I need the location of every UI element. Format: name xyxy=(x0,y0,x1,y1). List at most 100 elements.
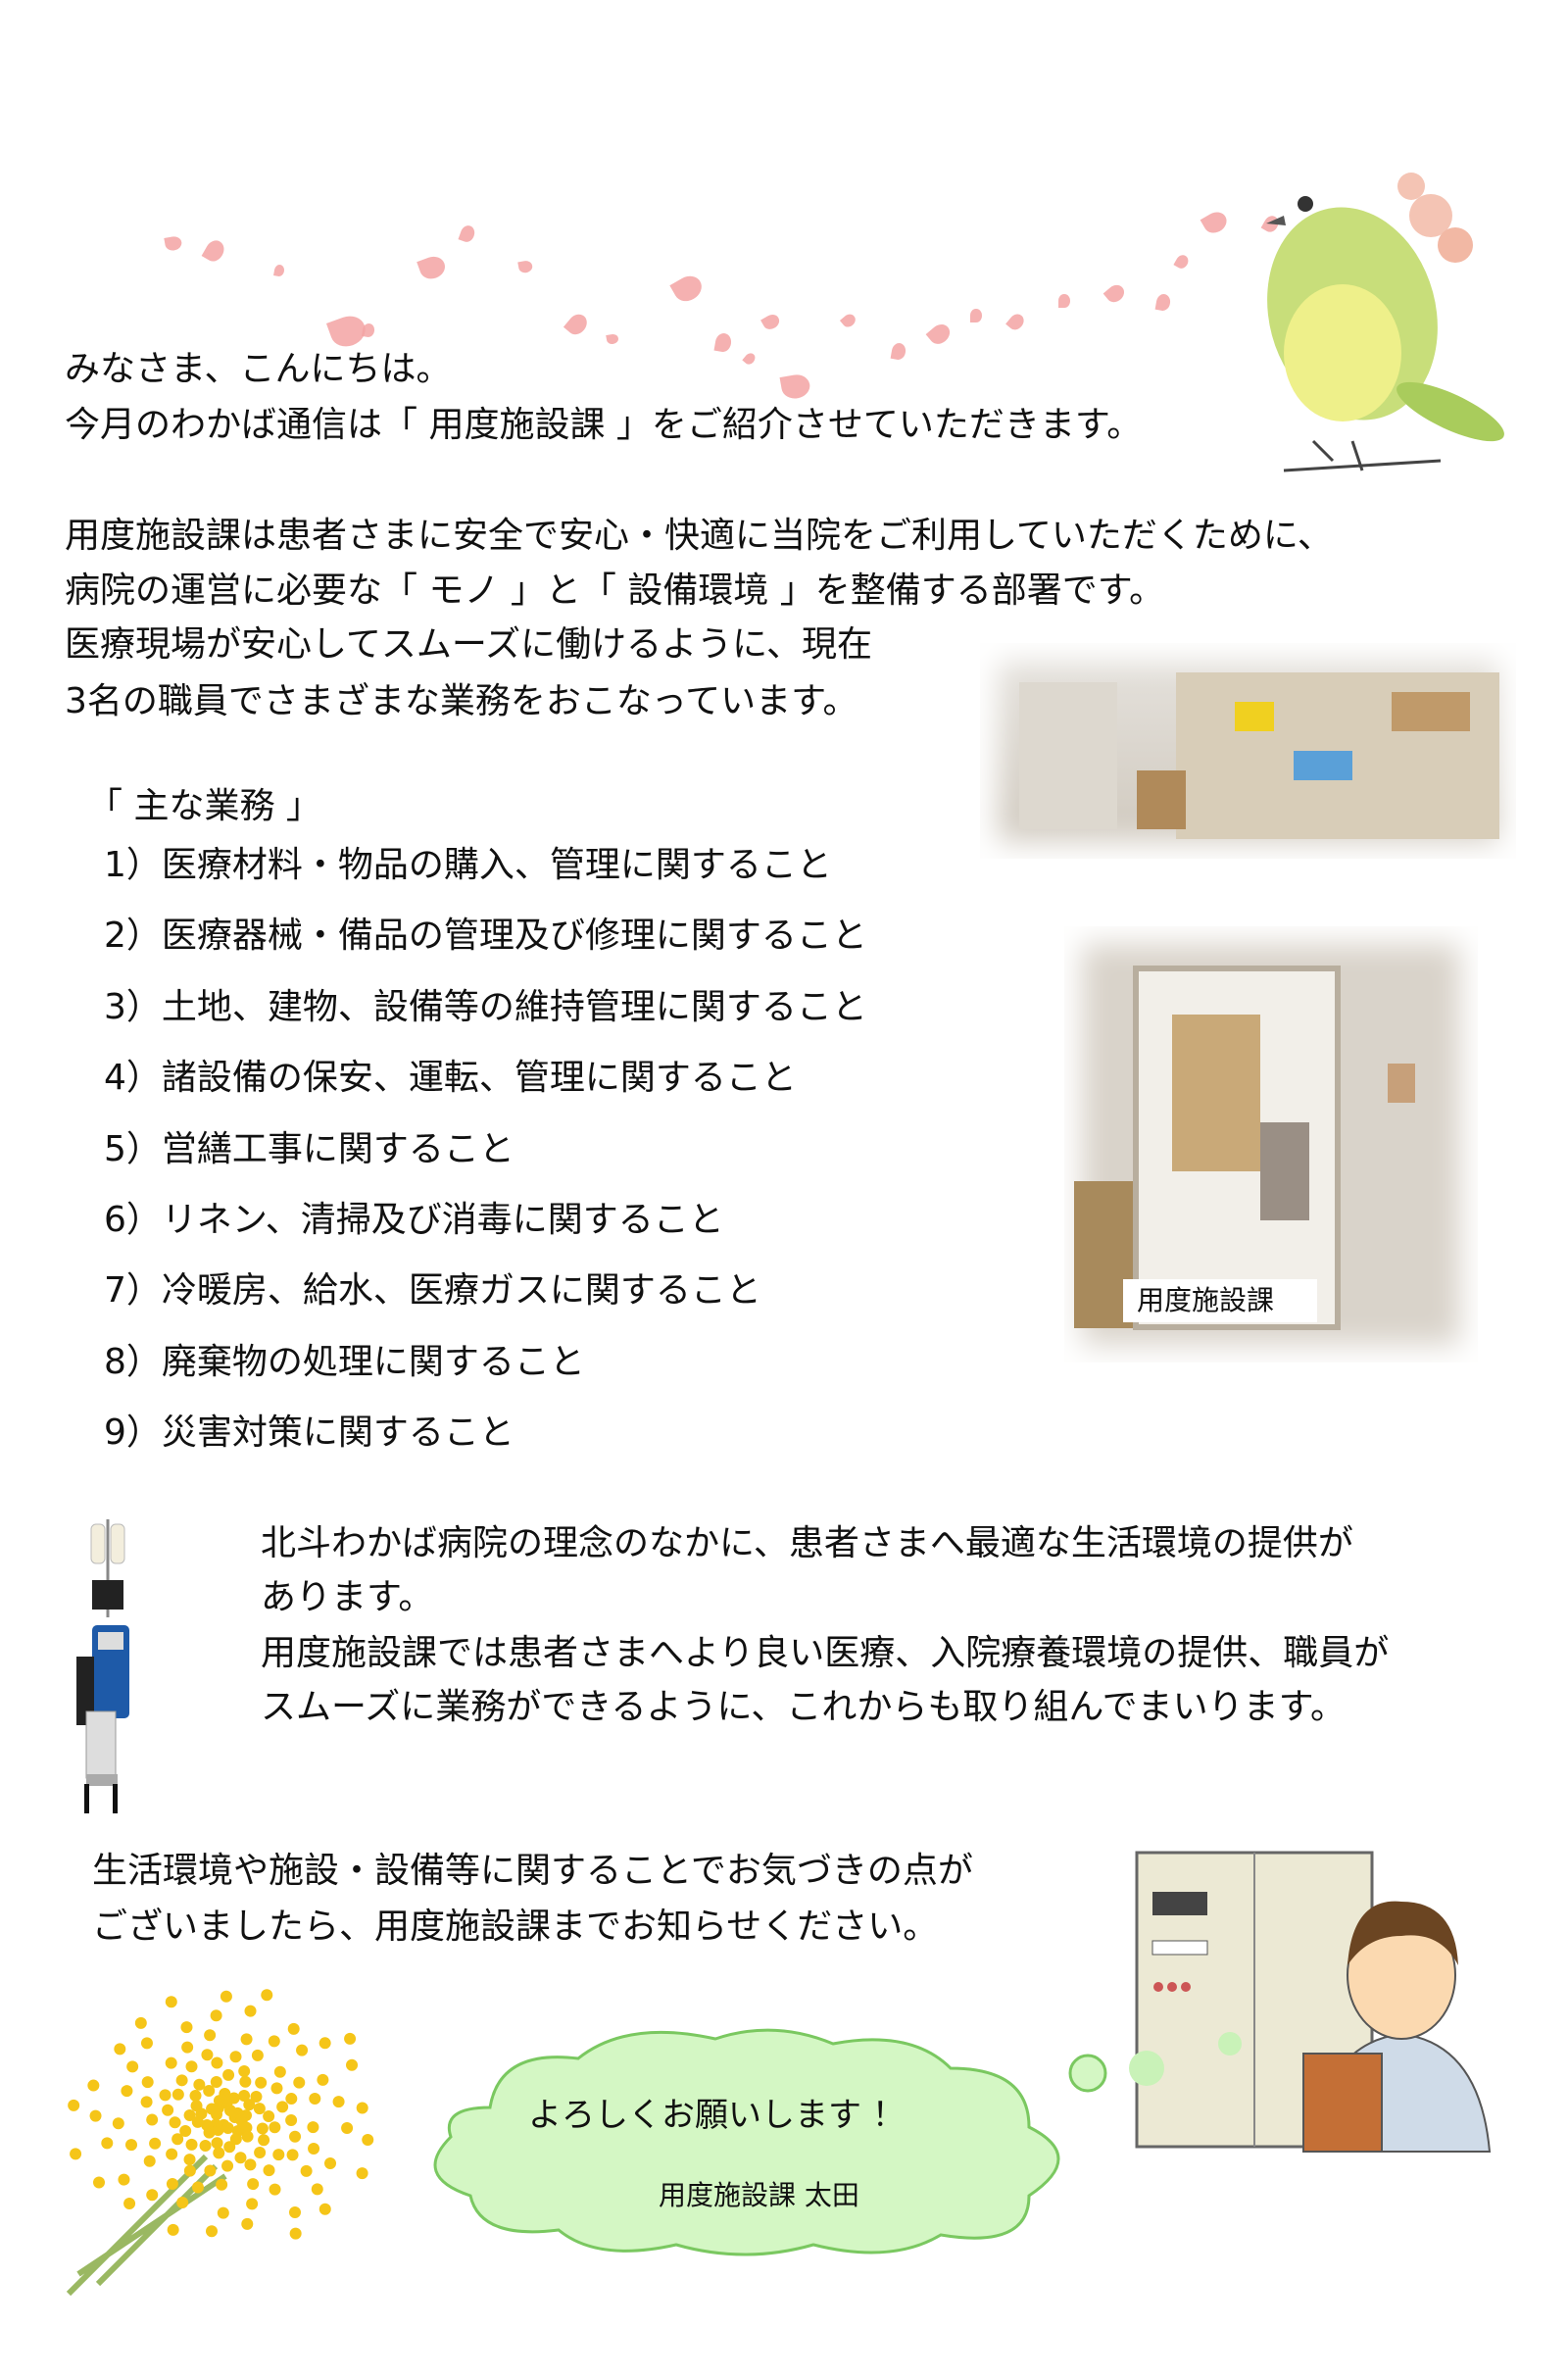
mimosa-flowers-illustration xyxy=(66,1989,374,2297)
mimosa-blossom xyxy=(311,2183,323,2196)
mimosa-blossom xyxy=(362,2133,374,2146)
mimosa-blossom xyxy=(167,2223,179,2236)
mimosa-blossom xyxy=(324,2156,337,2169)
mimosa-blossom xyxy=(268,2035,280,2048)
duty-item-8: 8）廃棄物の処理に関すること xyxy=(104,1342,585,1382)
mimosa-blossom xyxy=(272,2149,285,2161)
mimosa-blossom xyxy=(238,2065,251,2078)
mimosa-blossom xyxy=(146,2113,159,2126)
mimosa-blossom xyxy=(229,2051,242,2063)
mimosa-blossom xyxy=(180,2021,193,2034)
duty-item-5: 5）営繕工事に関すること xyxy=(104,1129,514,1169)
mimosa-blossom xyxy=(289,2227,302,2240)
mimosa-blossom xyxy=(191,2181,204,2194)
mimosa-blossom xyxy=(93,2176,106,2189)
mimosa-blossom xyxy=(221,2159,234,2172)
mimosa-blossom xyxy=(217,2206,229,2219)
mimosa-blossom xyxy=(220,1990,232,2003)
mimosa-blossom xyxy=(246,2198,259,2210)
mimosa-blossom xyxy=(250,2090,263,2103)
mimosa-blossom xyxy=(87,2079,100,2092)
mimosa-blossom xyxy=(251,2049,264,2061)
mimosa-blossom xyxy=(203,2126,216,2139)
mimosa-blossom xyxy=(239,2109,252,2122)
mimosa-blossom xyxy=(223,2141,236,2154)
petal-icon xyxy=(416,253,449,283)
mimosa-blossom xyxy=(229,2133,242,2146)
storage-room-photo xyxy=(980,643,1516,859)
mimosa-blossom xyxy=(181,2041,194,2054)
mimosa-blossom xyxy=(189,2090,202,2103)
mimosa-blossom xyxy=(258,2134,270,2147)
description-line-3: 医療現場が安心してスムーズに働けるように、現在 xyxy=(65,624,873,665)
mimosa-blossom xyxy=(239,2075,252,2088)
petal-icon xyxy=(564,310,591,338)
mimosa-blossom xyxy=(175,2074,188,2087)
petal-icon xyxy=(970,309,982,323)
petal-icon xyxy=(925,320,955,348)
duty-item-1: 1）医療材料・物品の購入、管理に関すること xyxy=(104,845,832,885)
mimosa-blossom xyxy=(169,2116,181,2129)
mimosa-blossom xyxy=(308,2143,320,2155)
mimosa-blossom xyxy=(210,2009,222,2022)
mimosa-blossom xyxy=(210,2076,222,2089)
mimosa-blossom xyxy=(241,2217,254,2230)
mimosa-blossom xyxy=(206,2103,219,2115)
mimosa-blossom xyxy=(146,2189,159,2202)
mimosa-blossom xyxy=(254,2147,267,2159)
mimosa-blossom xyxy=(263,2164,275,2177)
petal-icon xyxy=(742,351,758,367)
description-line-2: 病院の運営に必要な「 モノ 」と「 設備環境 」を整備する部署です。 xyxy=(65,570,1165,611)
mimosa-blossom xyxy=(199,2139,212,2152)
duty-item-7: 7）冷暖房、給水、医療ガスに関すること xyxy=(104,1270,761,1311)
duty-item-3: 3）土地、建物、設備等の維持管理に関すること xyxy=(104,987,867,1027)
mimosa-blossom xyxy=(143,2155,156,2167)
mimosa-blossom xyxy=(124,2139,137,2152)
duties-heading: 「 主な業務 」 xyxy=(87,786,321,826)
mimosa-blossom xyxy=(118,2173,130,2186)
mimosa-blossom xyxy=(134,2016,147,2029)
petal-icon xyxy=(516,260,534,274)
mimosa-blossom xyxy=(112,2117,124,2130)
office-entrance-photo: 用度施設課 xyxy=(1064,926,1478,1362)
petal-icon xyxy=(1102,281,1128,306)
mimosa-blossom xyxy=(206,2225,219,2238)
mimosa-blossom xyxy=(201,2049,214,2061)
mimosa-blossom xyxy=(140,2096,153,2108)
mimosa-blossom xyxy=(276,2101,289,2113)
mimosa-blossom xyxy=(123,2197,136,2209)
petal-icon xyxy=(458,223,477,244)
bubble-message: よろしくお願いします ！ xyxy=(528,2096,906,2135)
petal-icon xyxy=(273,264,285,277)
mimosa-blossom xyxy=(270,2082,283,2095)
mimosa-blossom xyxy=(288,2205,301,2218)
petal-icon xyxy=(890,341,907,361)
mimosa-blossom xyxy=(243,2099,256,2111)
petal-icon xyxy=(164,235,183,252)
mimosa-blossom xyxy=(341,2122,354,2135)
mimosa-blossom xyxy=(203,2085,216,2098)
mimosa-blossom xyxy=(126,2060,139,2073)
mimosa-blossom xyxy=(172,2088,184,2101)
description-line-1: 用度施設課は患者さまに安全で安心・快適に当院をご利用していただくために、 xyxy=(65,516,1333,556)
mimosa-blossom xyxy=(300,2164,313,2177)
mimosa-blossom xyxy=(286,2149,299,2161)
mimosa-blossom xyxy=(273,2065,286,2078)
mimosa-blossom xyxy=(332,2096,345,2108)
speech-cloud xyxy=(433,2028,1107,2256)
mimosa-blossom xyxy=(183,2109,196,2122)
mimosa-blossom xyxy=(159,2089,172,2102)
mimosa-blossom xyxy=(165,1996,177,2008)
petal-icon xyxy=(361,322,376,339)
medical-device-illustration xyxy=(76,1519,129,1813)
philosophy-line-3: 用度施設課では患者さまへより良い医療、入院療養環境の提供、職員が xyxy=(261,1633,1390,1673)
intro-line: 今月のわかば通信は「 用度施設課 」をご紹介させていただきます。 xyxy=(65,405,1143,445)
petal-icon xyxy=(669,271,707,306)
mimosa-blossom xyxy=(261,1989,273,2002)
petal-icon xyxy=(1154,292,1172,312)
mimosa-blossom xyxy=(269,2183,281,2196)
mimosa-blossom xyxy=(190,2100,203,2112)
petal-icon xyxy=(779,372,812,401)
mimosa-blossom xyxy=(255,2076,268,2089)
mimosa-blossom xyxy=(68,2099,80,2111)
